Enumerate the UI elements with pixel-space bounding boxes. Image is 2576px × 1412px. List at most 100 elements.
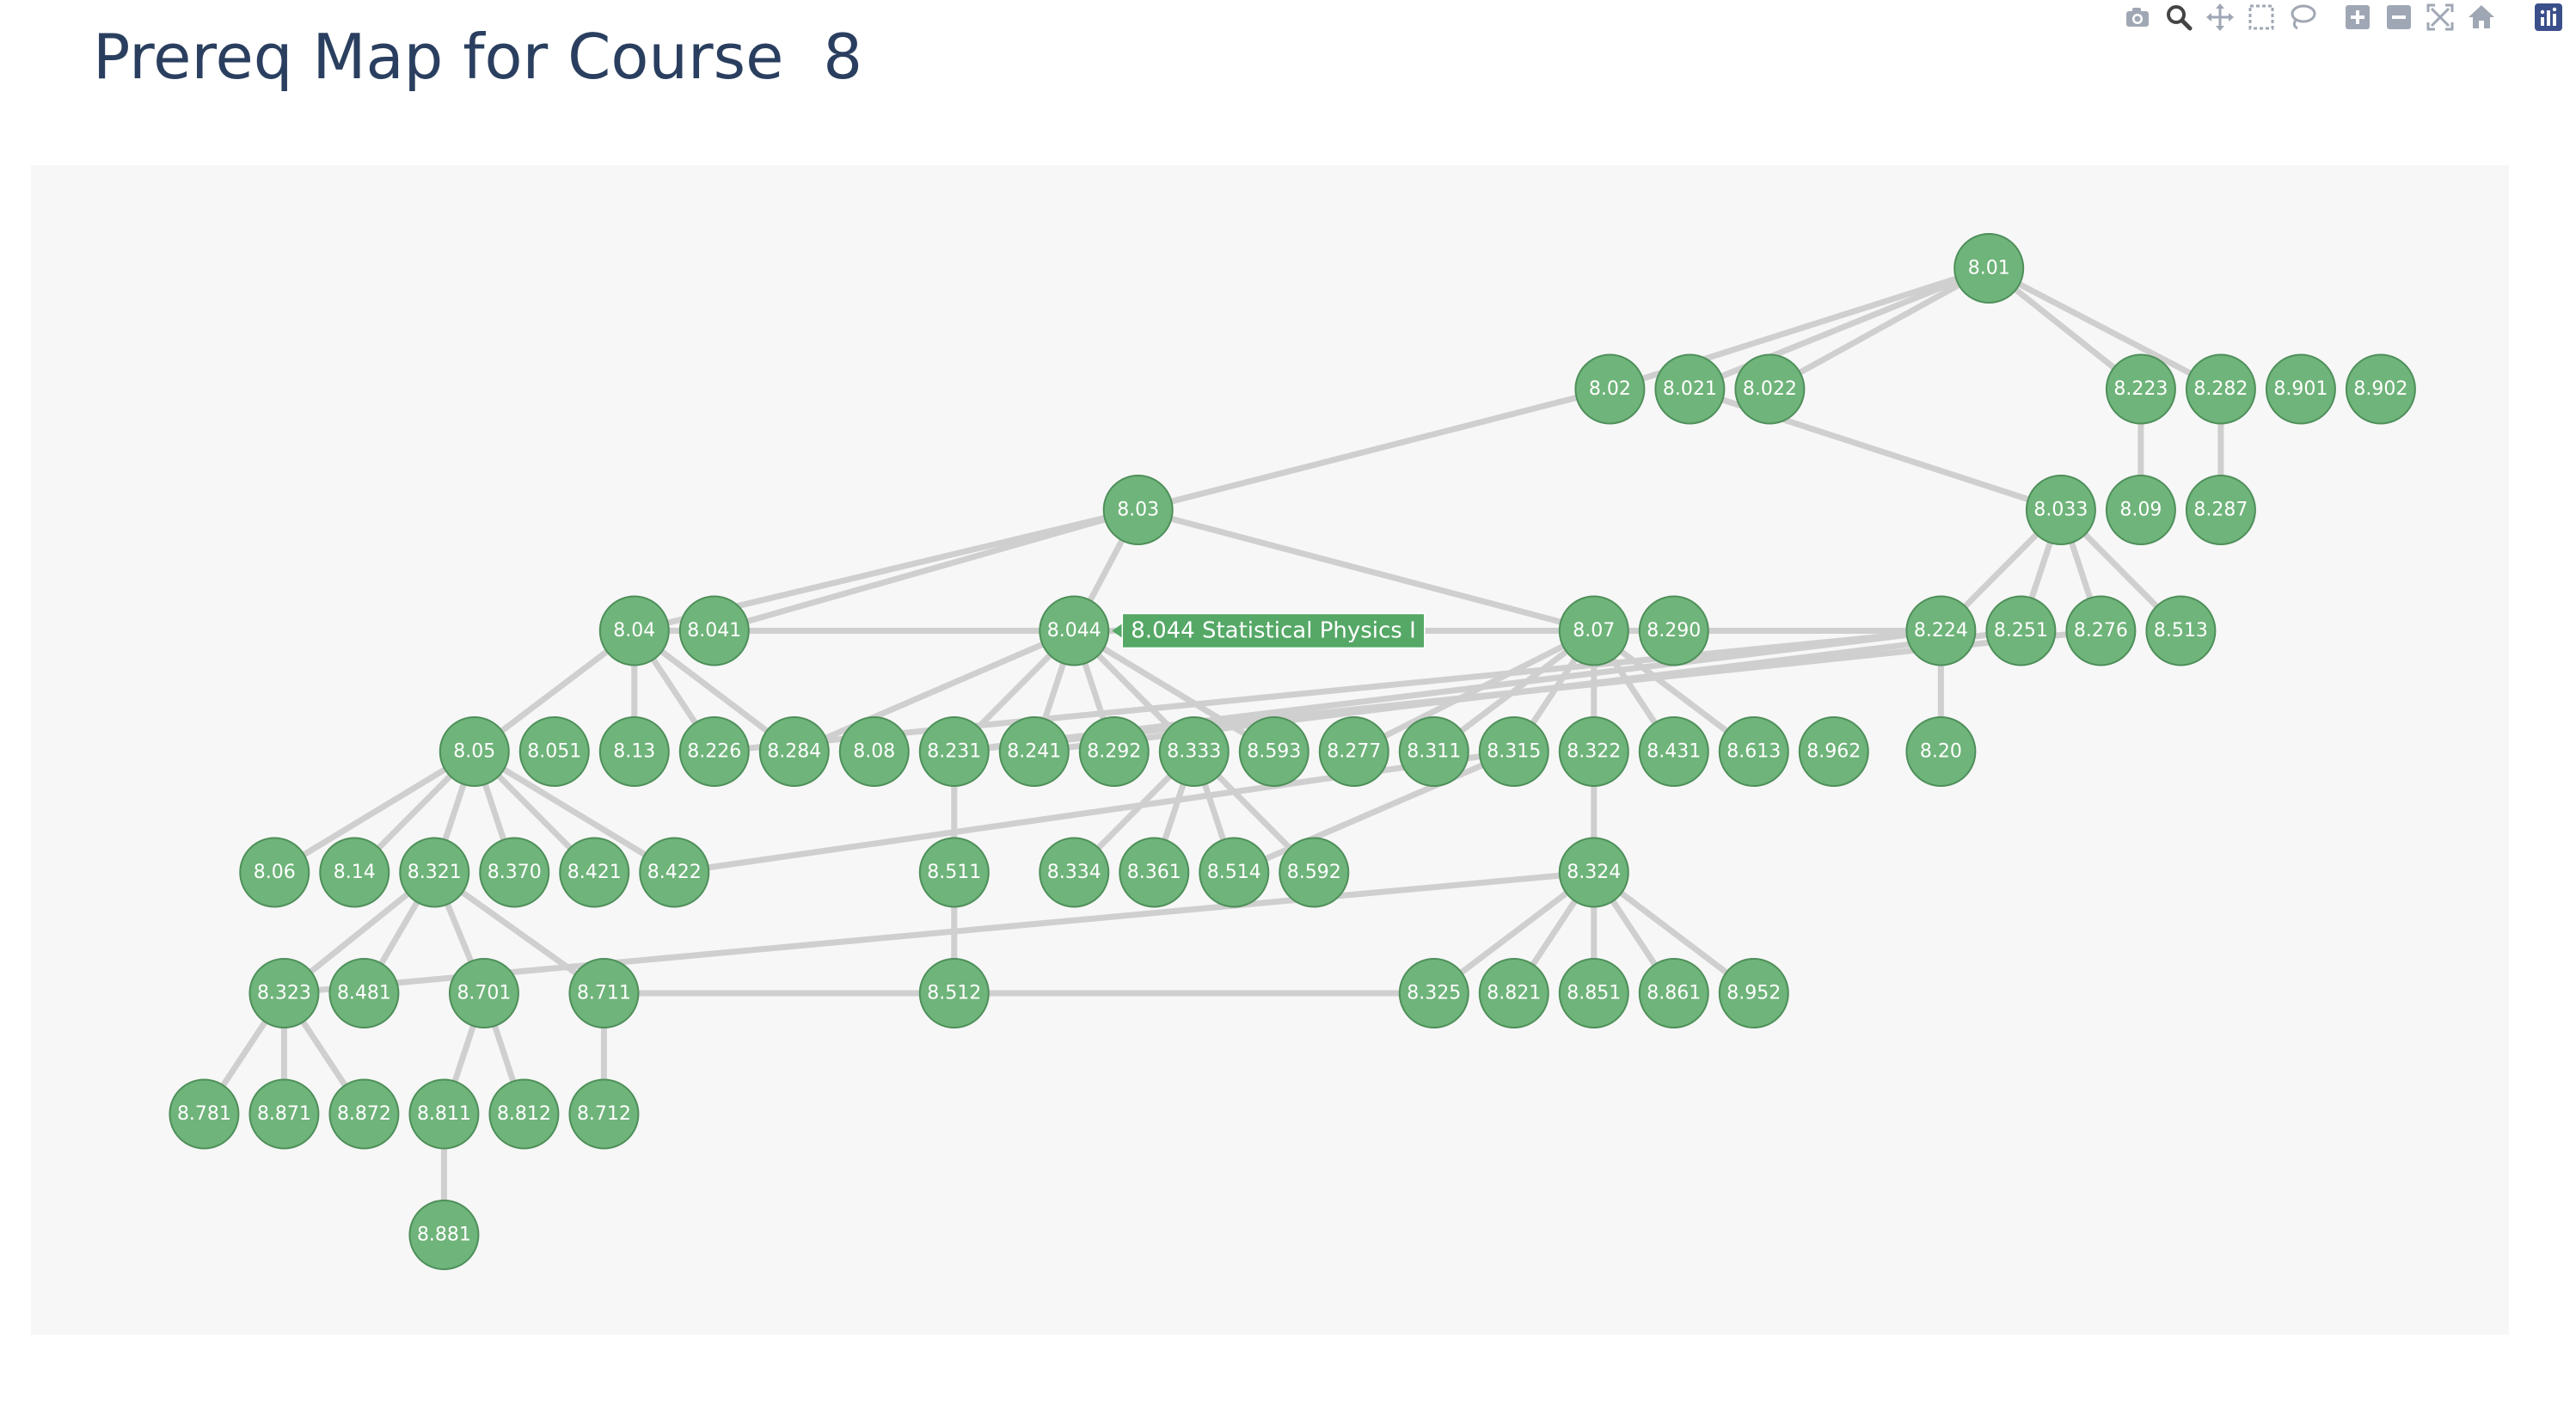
node-circle[interactable] (248, 958, 320, 1028)
node-circle[interactable] (1638, 716, 1709, 787)
node-circle[interactable] (1238, 716, 1309, 787)
node-8.901[interactable]: 8.901 (2265, 353, 2336, 425)
node-8.712[interactable]: 8.712 (568, 1078, 640, 1150)
node-8.701[interactable]: 8.701 (448, 958, 519, 1028)
node-8.821[interactable]: 8.821 (1478, 958, 1549, 1028)
node-circle[interactable] (1734, 353, 1806, 425)
node-circle[interactable] (1558, 958, 1629, 1028)
node-8.13[interactable]: 8.13 (598, 716, 670, 787)
node-8.14[interactable]: 8.14 (319, 837, 390, 908)
node-8.044[interactable]: 8.044 (1039, 595, 1110, 666)
node-circle[interactable] (568, 1078, 640, 1150)
node-circle[interactable] (2025, 475, 2096, 545)
node-circle[interactable] (328, 958, 400, 1028)
node-8.872[interactable]: 8.872 (328, 1078, 400, 1150)
node-8.361[interactable]: 8.361 (1119, 837, 1190, 908)
node-circle[interactable] (1905, 595, 1977, 666)
node-circle[interactable] (758, 716, 830, 787)
node-8.03[interactable]: 8.03 (1102, 475, 1174, 545)
node-circle[interactable] (1718, 958, 1789, 1028)
node-8.421[interactable]: 8.421 (559, 837, 630, 908)
node-8.311[interactable]: 8.311 (1398, 716, 1469, 787)
node-circle[interactable] (1279, 837, 1350, 908)
node-8.09[interactable]: 8.09 (2105, 475, 2176, 545)
node-8.20[interactable]: 8.20 (1905, 716, 1977, 787)
node-8.07[interactable]: 8.07 (1558, 595, 1629, 666)
node-8.321[interactable]: 8.321 (399, 837, 470, 908)
node-8.962[interactable]: 8.962 (1798, 716, 1869, 787)
node-circle[interactable] (918, 837, 990, 908)
node-circle[interactable] (1039, 595, 1110, 666)
node-circle[interactable] (998, 716, 1070, 787)
node-circle[interactable] (678, 595, 750, 666)
node-8.871[interactable]: 8.871 (248, 1078, 320, 1150)
node-circle[interactable] (1119, 837, 1190, 908)
node-circle[interactable] (408, 1078, 480, 1150)
node-8.514[interactable]: 8.514 (1199, 837, 1270, 908)
node-8.811[interactable]: 8.811 (408, 1078, 480, 1150)
node-circle[interactable] (1953, 233, 2025, 304)
lasso-icon[interactable] (2287, 2, 2318, 33)
node-circle[interactable] (559, 837, 630, 908)
node-circle[interactable] (1158, 716, 1230, 787)
node-circle[interactable] (1039, 837, 1110, 908)
node-circle[interactable] (1574, 353, 1646, 425)
node-circle[interactable] (488, 1078, 560, 1150)
node-8.041[interactable]: 8.041 (678, 595, 750, 666)
node-circle[interactable] (1318, 716, 1389, 787)
autoscale-icon[interactable] (2425, 2, 2456, 33)
node-8.513[interactable]: 8.513 (2145, 595, 2217, 666)
node-8.322[interactable]: 8.322 (1558, 716, 1629, 787)
node-circle[interactable] (639, 837, 710, 908)
node-8.592[interactable]: 8.592 (1279, 837, 1350, 908)
node-circle[interactable] (1905, 716, 1977, 787)
node-circle[interactable] (1638, 595, 1709, 666)
node-8.333[interactable]: 8.333 (1158, 716, 1230, 787)
node-8.282[interactable]: 8.282 (2185, 353, 2256, 425)
node-8.952[interactable]: 8.952 (1718, 958, 1789, 1028)
node-circle[interactable] (248, 1078, 320, 1150)
node-circle[interactable] (1798, 716, 1869, 787)
node-8.022[interactable]: 8.022 (1734, 353, 1806, 425)
node-8.05[interactable]: 8.05 (439, 716, 510, 787)
node-circle[interactable] (2185, 353, 2256, 425)
node-8.323[interactable]: 8.323 (248, 958, 320, 1028)
node-circle[interactable] (1398, 958, 1469, 1028)
node-8.224[interactable]: 8.224 (1905, 595, 1977, 666)
node-circle[interactable] (598, 716, 670, 787)
node-circle[interactable] (1398, 716, 1469, 787)
node-8.881[interactable]: 8.881 (408, 1200, 480, 1270)
box-select-icon[interactable] (2246, 2, 2277, 33)
node-circle[interactable] (408, 1200, 480, 1270)
node-8.781[interactable]: 8.781 (169, 1078, 240, 1150)
node-circle[interactable] (1078, 716, 1150, 787)
node-8.06[interactable]: 8.06 (239, 837, 310, 908)
node-8.01[interactable]: 8.01 (1953, 233, 2025, 304)
node-circle[interactable] (598, 595, 670, 666)
node-8.223[interactable]: 8.223 (2105, 353, 2176, 425)
node-8.231[interactable]: 8.231 (918, 716, 990, 787)
node-8.08[interactable]: 8.08 (838, 716, 910, 787)
node-8.711[interactable]: 8.711 (568, 958, 640, 1028)
node-circle[interactable] (399, 837, 470, 908)
node-8.277[interactable]: 8.277 (1318, 716, 1389, 787)
node-8.315[interactable]: 8.315 (1478, 716, 1549, 787)
node-circle[interactable] (1558, 595, 1629, 666)
node-circle[interactable] (568, 958, 640, 1028)
node-circle[interactable] (439, 716, 510, 787)
node-8.287[interactable]: 8.287 (2185, 475, 2256, 545)
node-8.593[interactable]: 8.593 (1238, 716, 1309, 787)
node-8.481[interactable]: 8.481 (328, 958, 400, 1028)
node-circle[interactable] (1558, 716, 1629, 787)
node-circle[interactable] (2065, 595, 2137, 666)
node-8.290[interactable]: 8.290 (1638, 595, 1709, 666)
node-8.033[interactable]: 8.033 (2025, 475, 2096, 545)
node-8.334[interactable]: 8.334 (1039, 837, 1110, 908)
node-8.02[interactable]: 8.02 (1574, 353, 1646, 425)
node-8.325[interactable]: 8.325 (1398, 958, 1469, 1028)
node-8.241[interactable]: 8.241 (998, 716, 1070, 787)
zoom-out-icon[interactable] (2383, 2, 2414, 33)
node-8.292[interactable]: 8.292 (1078, 716, 1150, 787)
home-icon[interactable] (2466, 2, 2497, 33)
node-circle[interactable] (2345, 353, 2416, 425)
